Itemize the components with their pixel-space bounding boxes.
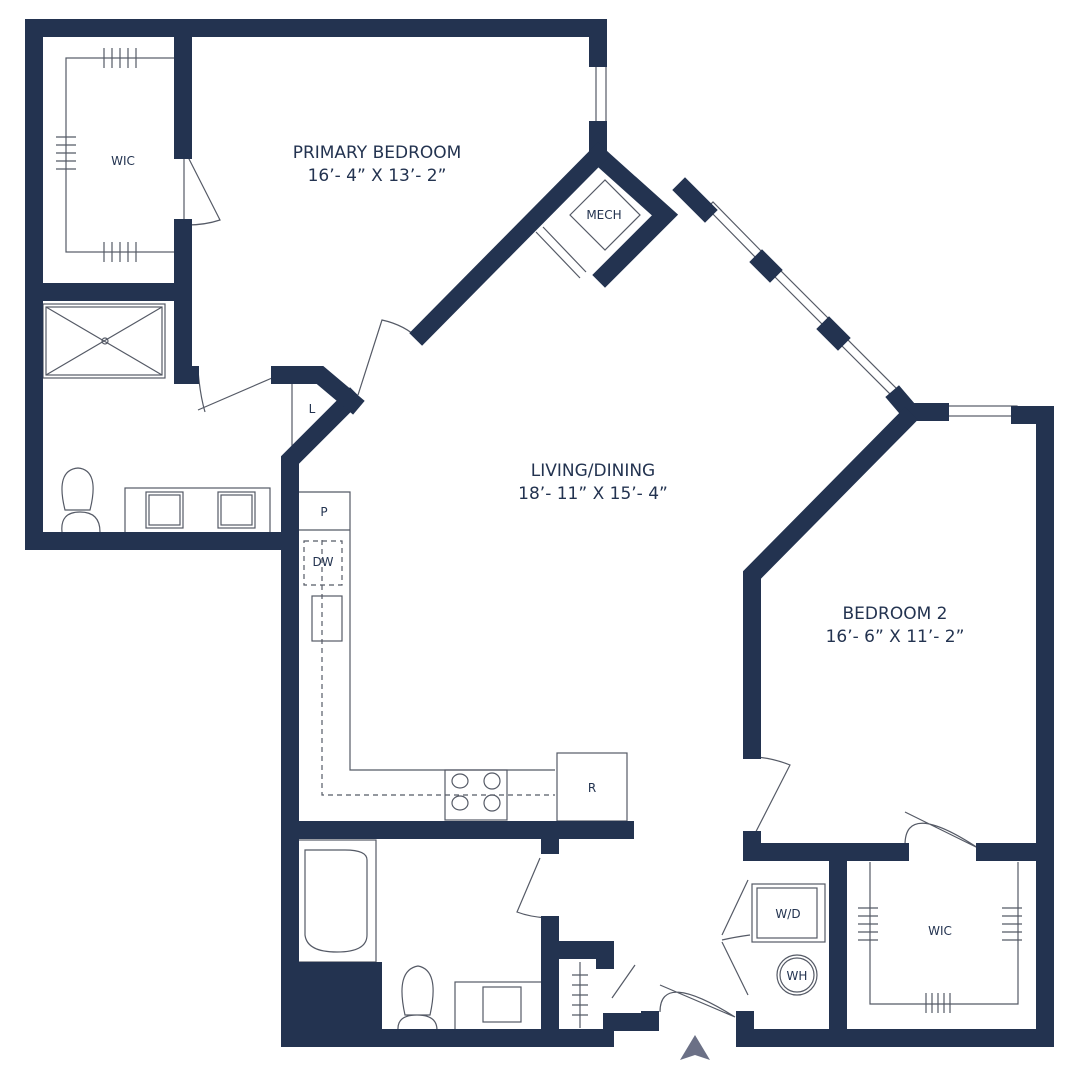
kitchen-counter	[298, 491, 555, 771]
room-name: PRIMARY BEDROOM	[292, 143, 462, 163]
windows	[595, 57, 1018, 417]
north-arrow-icon	[680, 1035, 710, 1060]
room-bedroom-2: BEDROOM 2 16’- 6” X 11’- 2”	[826, 603, 965, 649]
sink	[311, 595, 343, 642]
label-pantry: P	[320, 505, 328, 519]
room-name: BEDROOM 2	[842, 604, 948, 624]
label-washer-dryer: W/D	[775, 907, 801, 921]
water-heater	[776, 954, 818, 996]
toilet	[61, 467, 101, 533]
label-wic: WIC	[928, 924, 952, 938]
toilet	[397, 965, 438, 1031]
room-dimensions: 16’- 4” X 13’- 2”	[307, 166, 447, 186]
vanity	[454, 981, 548, 1031]
room-name: LIVING/DINING	[530, 461, 656, 481]
range	[444, 769, 508, 821]
label-wic: WIC	[111, 154, 135, 168]
washer-dryer	[751, 883, 826, 943]
room-living-dining: LIVING/DINING 18’- 11” X 15’- 4”	[518, 460, 668, 506]
room-primary-bedroom: PRIMARY BEDROOM 16’- 4” X 13’- 2”	[293, 142, 462, 188]
walls	[25, 19, 1054, 1047]
label-refrigerator: R	[587, 781, 597, 795]
room-dimensions: 16’- 6” X 11’- 2”	[825, 627, 965, 647]
label-dishwasher: DW	[312, 555, 334, 569]
bathtub	[304, 849, 368, 953]
mech-unit	[569, 179, 641, 251]
label-mech: MECH	[586, 208, 622, 222]
label-linen: L	[308, 402, 316, 416]
room-dimensions: 18’- 11” X 15’- 4”	[518, 484, 668, 504]
wall-chase	[287, 962, 382, 1038]
dishwasher	[303, 540, 343, 586]
label-water-heater: WH	[786, 969, 808, 983]
